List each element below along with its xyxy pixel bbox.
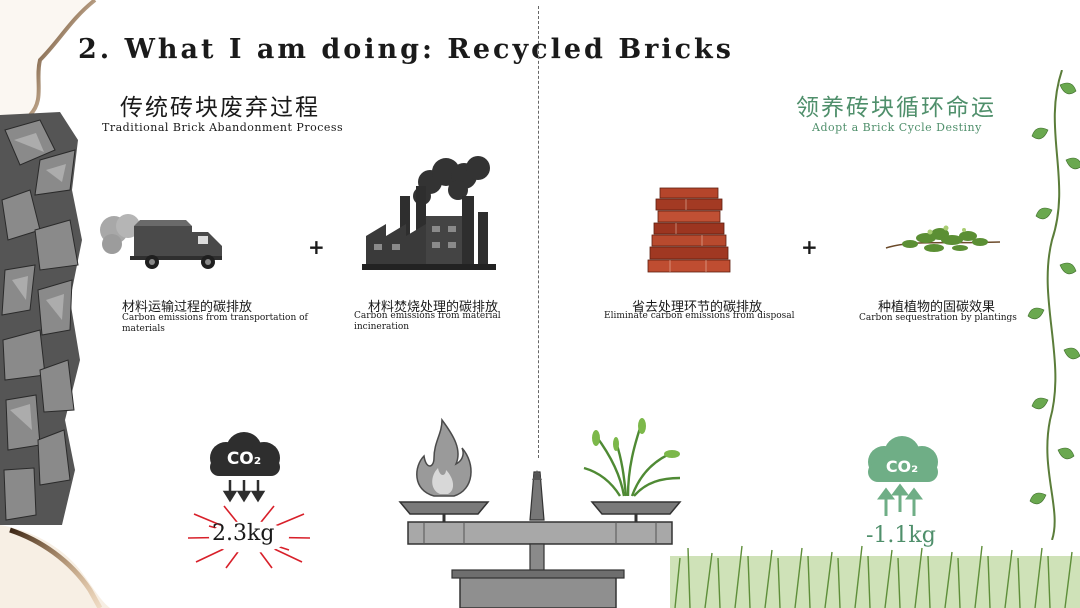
plus-sign-left: + [308, 235, 325, 259]
right-section-title-zh: 领养砖块循环命运 [796, 95, 996, 121]
left-item2-label-zh: 材料焚烧处理的碳排放 [368, 300, 499, 315]
right-item2-label-en: Carbon sequestration by plantings [859, 313, 1017, 323]
right-item2-label-zh: 种植植物的固碳效果 [878, 300, 996, 315]
slide-title: 2. What I am doing: Recycled Bricks [78, 34, 734, 65]
right-sequestration-value: -1.1kg [866, 523, 936, 548]
left-item2-label-en: Carbon emissions from material incinerat… [354, 311, 501, 332]
left-section-title-en: Traditional Brick Abandonment Process [102, 121, 344, 134]
right-item1-label-zh: 省去处理环节的碳排放 [632, 300, 763, 315]
red-burst-decoration [187, 505, 311, 569]
vine-decoration [1027, 70, 1080, 540]
left-item1-label-zh: 材料运输过程的碳排放 [122, 300, 253, 315]
co2-cloud-dark-icon [210, 432, 280, 503]
moss-plant-icon [885, 225, 1001, 252]
balance-scale-illustration [398, 417, 682, 608]
plus-sign-right: + [801, 235, 818, 259]
brick-stack-icon [647, 187, 731, 273]
left-item1-label-en: Carbon emissions from transportation of … [122, 313, 308, 334]
left-section-title-zh: 传统砖块废弃过程 [120, 95, 320, 121]
grass-decoration [670, 545, 1080, 608]
truck-icon [100, 214, 222, 269]
right-item1-label-en: Eliminate carbon emissions from disposal [604, 311, 795, 321]
co2-cloud-dark-label: CO₂ [226, 449, 262, 469]
factory-icon [362, 156, 496, 270]
right-section-title-en: Adopt a Brick Cycle Destiny [812, 121, 982, 134]
co2-cloud-green-label: CO₂ [885, 457, 919, 476]
co2-cloud-green-icon [868, 436, 938, 516]
left-emission-value: 2.3kg [212, 521, 275, 546]
center-divider [538, 6, 539, 458]
rock-strip-decoration [0, 0, 110, 608]
